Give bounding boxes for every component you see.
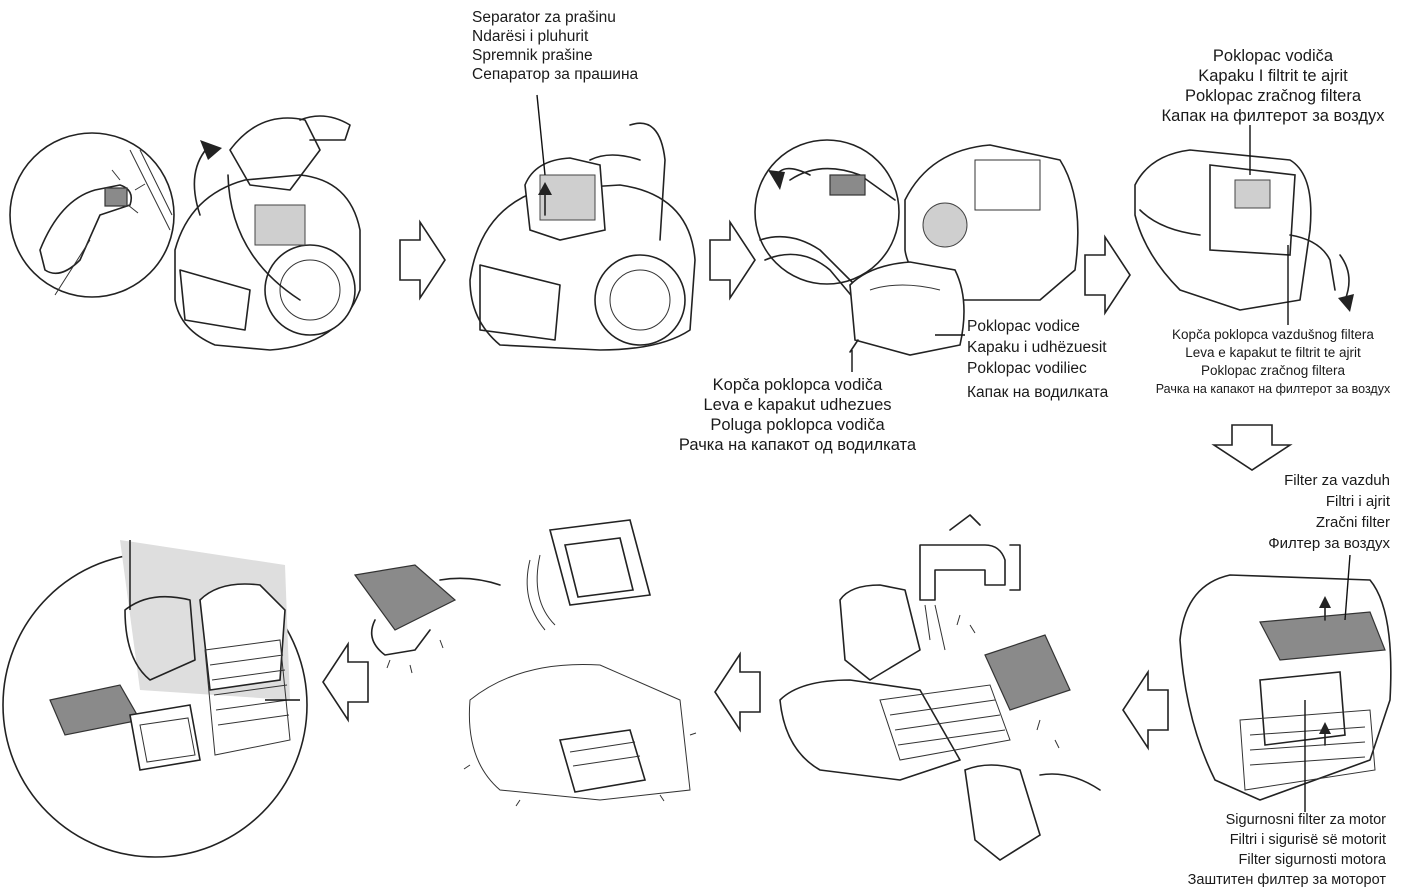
label-line: Kapaku I filtrit te ajrit [1198,67,1348,85]
label-air-filter-cover-clip: Kopča poklopca vazdušnog filtera Leva e … [1140,326,1406,398]
label-air-filter-cover-top: Poklopac vodiča Kapaku I filtrit te ajri… [1138,46,1408,126]
label-line: Сепаратор за прашина [472,66,639,83]
label-line: Poklopac zračnog filtera [1184,87,1362,105]
label-line: Filtri i sigurisë së motorit [1229,832,1386,848]
label-line: Рачка на капакот на филтерот за воздух [1155,382,1391,396]
arrow-down-icon [1211,424,1293,471]
leader-line [1344,554,1351,621]
label-line: Filter za vazduh [1284,472,1390,489]
label-line: Sigurnosni filter za motor [1225,812,1386,828]
label-line: Ndarësi i pluhurit [472,28,589,45]
arrow-right-icon [399,219,446,301]
label-line: Poklopac vodiliec [967,360,1087,377]
step6-tap [919,514,1021,651]
label-dust-separator: Separator za prašinu Ndarësi i pluhurit … [472,8,638,84]
label-line: Капак на филтерот за воздух [1161,107,1385,125]
arrow-left-icon [714,651,761,733]
leader-line [536,94,546,176]
step3-zoom-circle [754,139,900,301]
label-air-filter: Filter za vazduh Filtri i ajrit Zračni f… [1180,470,1390,554]
step1-zoom-circle [9,132,175,298]
label-line: Filter sigurnosti motora [1238,852,1386,868]
step6-body [779,584,1101,861]
label-line: Kapaku i udhëzuesit [967,339,1107,356]
label-line: Poklopac vodiča [1212,47,1334,65]
arrow-left-icon [322,641,369,723]
step8-zoom-circle [2,540,308,858]
label-line: Капак на водилката [967,384,1109,401]
step5-body [1179,574,1392,801]
label-line: Kopča poklopca vodiča [712,376,883,394]
label-line: Филтер за воздух [1268,535,1390,552]
label-line: Zračni filter [1315,514,1390,531]
step7-shake [353,519,697,807]
step4-body [1134,149,1354,312]
label-line: Leva e kapakut udhezues [703,396,892,414]
step3-body [849,144,1079,356]
label-line: Separator za prašinu [472,9,616,26]
label-line: Poklopac vodice [967,318,1080,335]
arrow-right-icon [1084,234,1131,316]
arrow-right-icon [709,219,756,301]
label-line: Filtri i ajrit [1325,493,1390,510]
label-guide-cover-lever: Kopča poklopca vodiča Leva e kapakut udh… [640,375,955,455]
label-line: Spremnik prašine [472,47,593,64]
step1-vacuum [174,115,361,351]
label-guide-cover: Poklopac vodice Kapaku i udhëzuesit Pokl… [967,316,1108,403]
step2-vacuum [469,122,696,351]
label-line: Poluga poklopca vodiča [710,416,885,434]
arrow-left-icon [1122,669,1169,751]
label-motor-safety-filter: Sigurnosni filter za motor Filtri i sigu… [1140,810,1386,890]
label-line: Kopča poklopca vazdušnog filtera [1172,327,1374,342]
label-line: Poklopac zračnog filtera [1200,363,1346,378]
label-line: Заштитен филтер за моторот [1187,872,1386,888]
label-line: Рачка на капакот од водилката [678,436,917,454]
label-line: Leva e kapakut te filtrit te ajrit [1185,345,1361,360]
